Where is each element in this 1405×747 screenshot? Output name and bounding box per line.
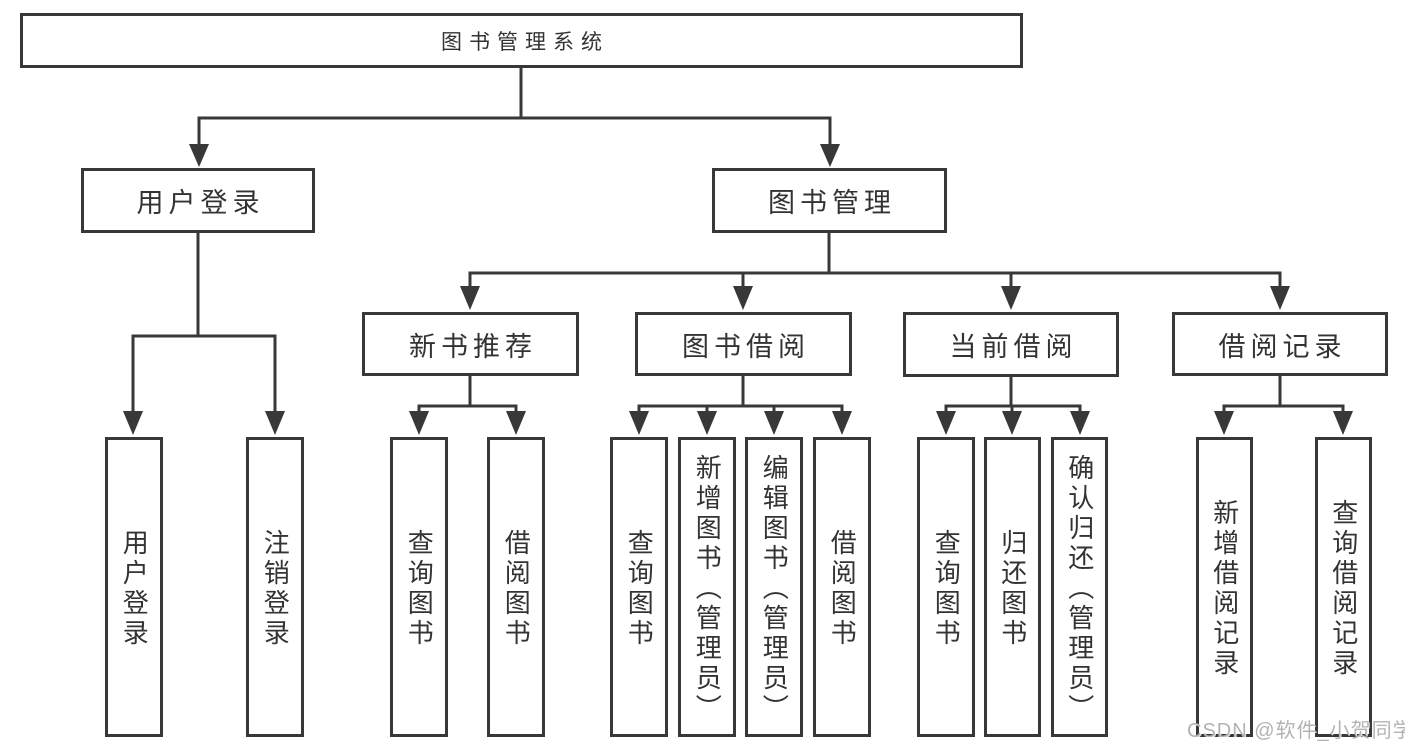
connector-book-mgmt-to-level3 [468,231,1282,290]
arrowhead-book-mgmt-to-level3 [460,286,1290,310]
leaf-borrow-book: 借阅图书 [813,437,871,737]
leaf-return-book: 归还图书 [984,437,1041,737]
leaf-edit-book-admin: 编辑图书（管理员） [745,437,803,737]
node-new-book-recommend: 新书推荐 [362,312,579,376]
leaf-add-borrow-record: 新增借阅记录 [1196,437,1253,737]
node-root-library-system: 图书管理系统 [20,13,1023,68]
leaf-add-book-admin: 新增图书（管理员） [678,437,736,737]
arrowhead-borrow-record-children [1214,411,1353,435]
connector-book-borrow-children [637,374,844,414]
leaf-query-borrow-record: 查询借阅记录 [1315,437,1372,737]
leaf-borrow-book-recommend: 借阅图书 [487,437,545,737]
arrowhead-current-borrow-children [936,411,1090,435]
node-user-login: 用户登录 [81,168,315,233]
node-borrow-record: 借阅记录 [1172,312,1388,376]
leaf-query-book-borrow: 查询图书 [610,437,668,737]
connector-current-borrow-children [944,374,1082,414]
arrowhead-user-login-children [123,411,285,435]
leaf-user-login: 用户登录 [105,437,163,737]
leaf-logout: 注销登录 [246,437,304,737]
node-book-management: 图书管理 [712,168,947,233]
connector-borrow-record-children [1222,374,1345,414]
connector-new-book-rec-children [417,374,518,414]
node-current-borrow: 当前借阅 [903,312,1119,377]
arrowhead-book-borrow-children [629,411,852,435]
node-book-borrow: 图书借阅 [635,312,852,376]
leaf-confirm-return-admin: 确认归还（管理员） [1051,437,1108,737]
connector-root-to-level2 [197,66,832,148]
connector-user-login-children [131,231,277,415]
arrowhead-new-book-rec-children [409,411,526,435]
leaf-query-book-recommend: 查询图书 [390,437,448,737]
leaf-query-book-current: 查询图书 [917,437,975,737]
csdn-watermark: CSDN @软件_小贺同学 [1187,720,1405,742]
arrowhead-root-to-level2 [189,144,840,167]
